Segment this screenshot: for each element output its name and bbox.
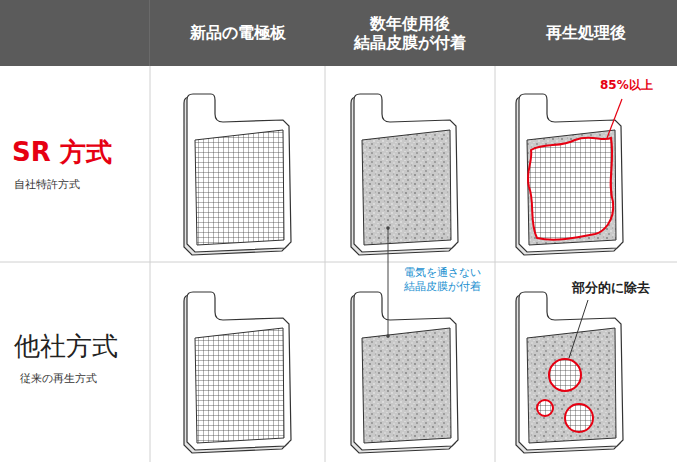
column-header: 再生処理後	[495, 0, 677, 66]
coated-plate	[351, 94, 458, 255]
callout-text: 電気を通さない 結晶皮膜が付着	[396, 266, 488, 293]
column-header: 新品の電極板	[150, 0, 325, 66]
header-text: 再生処理後	[546, 23, 626, 42]
header-dividers	[150, 0, 495, 66]
row-title: SR 方式	[12, 136, 112, 170]
header-text: 数年使用後 結晶皮膜が付着	[331, 14, 489, 52]
cleaned-area	[528, 138, 613, 240]
cleaned-spot	[537, 400, 553, 416]
callout-text: 部分的に除去	[572, 280, 650, 297]
header-band	[0, 0, 677, 66]
cleaned-spot	[549, 359, 581, 391]
callout-text: 85%以上	[600, 78, 653, 94]
regenerated-plate	[516, 94, 623, 255]
regenerated-plate	[516, 292, 623, 453]
leader-lines	[386, 99, 622, 358]
cleaned-spot	[565, 404, 593, 432]
table-grid	[0, 66, 677, 462]
new-plate	[184, 292, 291, 453]
header-text: 新品の電極板	[190, 23, 286, 42]
row-subtitle: 自社特許方式	[14, 178, 80, 192]
row-subtitle: 従来の再生方式	[20, 372, 97, 386]
column-header: 数年使用後 結晶皮膜が付着	[325, 0, 495, 66]
coated-plate	[351, 292, 458, 453]
row-title: 他社方式	[14, 330, 118, 364]
new-plate	[184, 94, 291, 255]
